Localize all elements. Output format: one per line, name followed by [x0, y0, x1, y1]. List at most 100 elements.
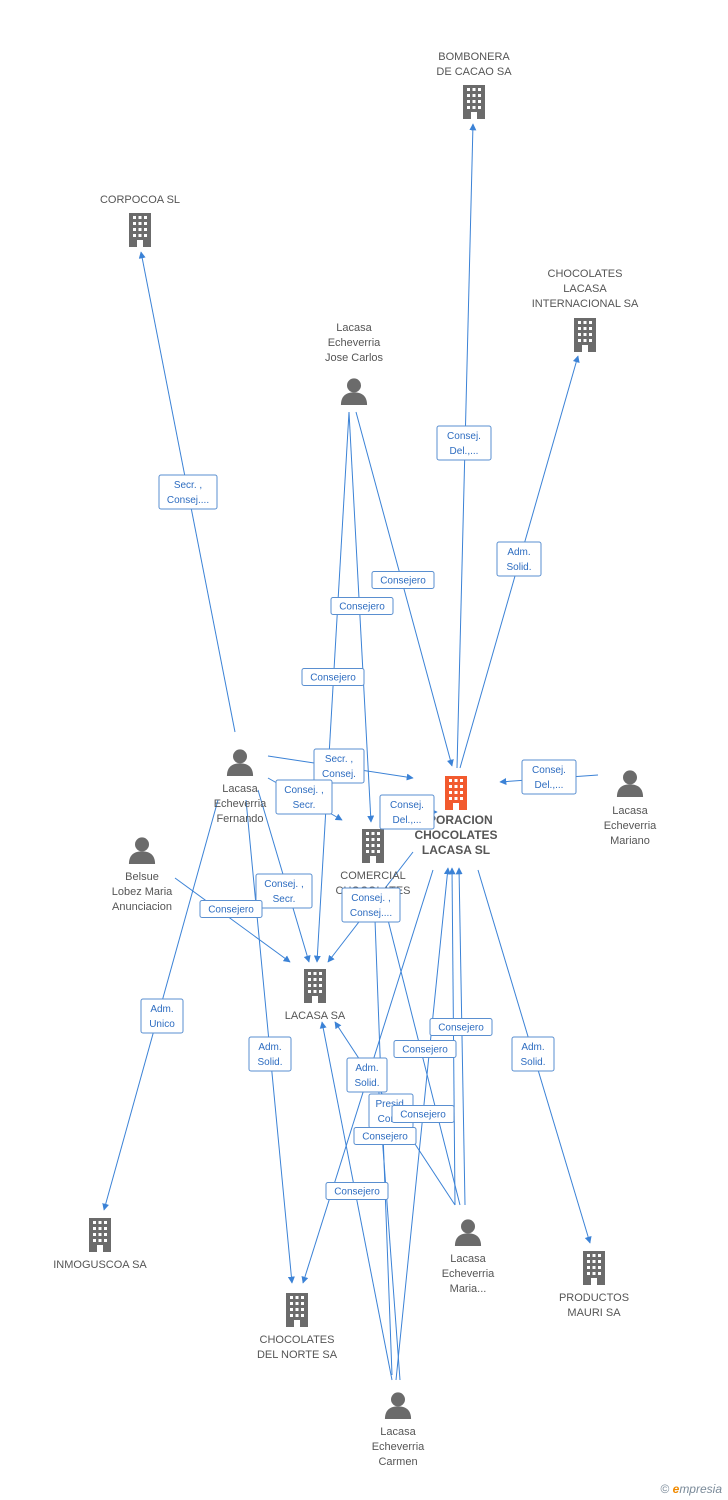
building-icon — [286, 1293, 308, 1327]
node-inmoguscoa[interactable]: INMOGUSCOA SA — [53, 1218, 147, 1271]
edge-role-label[interactable]: Adm.Solid. — [496, 541, 542, 577]
edge-label-text: Consej. — [447, 431, 481, 442]
edge-label-text: Solid. — [520, 1057, 545, 1068]
node-label-line: Lobez Maria — [112, 886, 173, 898]
building-icon — [574, 318, 596, 352]
edge-label-text: Consej. — [532, 765, 566, 776]
edge-label-text: Solid. — [257, 1057, 282, 1068]
edge-label-text: Adm. — [521, 1042, 544, 1053]
node-label-line: Lacasa — [336, 322, 372, 334]
node-label-line: Mariano — [610, 835, 650, 847]
node-label-line: PRODUCTOS — [559, 1292, 629, 1304]
edge-role-label[interactable]: Consejero — [393, 1040, 457, 1058]
edge-label-box — [496, 541, 542, 577]
edge-role-label[interactable]: Consej. ,Secr. — [275, 779, 333, 815]
edge-label-text: Consej. — [390, 800, 424, 811]
edge-role-label[interactable]: Consej. Del.,... — [436, 425, 492, 461]
edge-label-text: Adm. — [507, 547, 530, 558]
edge-line — [174, 877, 291, 963]
edge-role-label[interactable]: Consejero — [371, 571, 435, 589]
edge-role-label[interactable]: Consejero — [301, 668, 365, 686]
edge-role-label[interactable]: Consejero — [391, 1105, 455, 1123]
edge-label-box — [158, 474, 218, 510]
edge-line — [455, 867, 466, 1206]
node-lacasa-sa[interactable]: LACASA SA — [285, 969, 346, 1022]
node-label-line: DE CACAO SA — [436, 66, 512, 78]
node-productos[interactable]: PRODUCTOS MAURI SA — [559, 1251, 629, 1319]
edge-role-label[interactable]: Consejero — [429, 1018, 493, 1036]
edge-role-label[interactable]: Secr. ,Consej. — [313, 748, 365, 784]
edge-label-text: Consejero — [438, 1023, 484, 1034]
node-label-line: Echeverria — [372, 1441, 425, 1453]
person-icon — [128, 837, 156, 864]
node-corpocoa[interactable]: CORPOCOA SL — [100, 194, 180, 247]
edge-label-text: Adm. — [150, 1004, 173, 1015]
edge-role-label[interactable]: Consej.Del.,... — [521, 759, 577, 795]
edge-label-text: Consejero — [400, 1110, 446, 1121]
edge-line — [374, 919, 393, 1376]
node-label-line: LACASA SA — [285, 1010, 346, 1022]
edge-role-label[interactable]: Adm. Unico — [140, 998, 184, 1034]
node-label-line: Carmen — [378, 1456, 417, 1468]
node-label-line: CORPOCOA SL — [100, 194, 180, 206]
edge-label-text: Consej.... — [350, 908, 392, 919]
edge-label-text: Consejero — [208, 905, 254, 916]
node-comercial[interactable]: COMERCIALCHOCOLATES — [336, 829, 411, 897]
edge-role-label[interactable]: Consej. Del.,... — [379, 794, 435, 830]
edge-label-box — [313, 748, 365, 784]
edge-label-box — [436, 425, 492, 461]
edge-label-box — [255, 873, 313, 909]
edge-role-label[interactable]: Consej. ,Secr. — [255, 873, 313, 909]
edge-role-label[interactable]: Consejero — [330, 597, 394, 615]
node-label-line: Lacasa — [612, 805, 648, 817]
edge-label-text: Del.,... — [450, 446, 479, 457]
building-icon — [583, 1251, 605, 1285]
node-label-line: MAURI SA — [567, 1307, 621, 1319]
edge-label-text: Secr. , — [174, 480, 202, 491]
edge-label-text: Secr. — [273, 894, 296, 905]
node-label-line: LACASA SL — [422, 843, 490, 857]
edge-label-box — [325, 1182, 389, 1200]
building-icon — [445, 776, 467, 810]
node-label-line: INTERNACIONAL SA — [532, 298, 639, 310]
node-label-line: Echeverria — [214, 798, 267, 810]
edge-label-text: Consejero — [402, 1045, 448, 1056]
edge-label-text: Adm. — [355, 1063, 378, 1074]
node-label-line: INMOGUSCOA SA — [53, 1259, 147, 1271]
edge-line — [313, 411, 350, 963]
edge-label-text: Unico — [149, 1019, 175, 1030]
edge-role-label[interactable]: Consejero — [325, 1182, 389, 1200]
building-icon — [129, 213, 151, 247]
node-label-line: LACASA — [563, 283, 607, 295]
edge-role-label[interactable]: Consej. ,Consej.... — [341, 887, 401, 923]
edge-label-text: Del.,... — [393, 815, 422, 826]
edge-role-label[interactable]: Adm. Solid. — [511, 1036, 555, 1072]
edge-line — [387, 919, 461, 1206]
edge-role-label[interactable]: Secr. ,Consej.... — [158, 474, 218, 510]
edge-label-text: Adm. — [258, 1042, 281, 1053]
edge-label-text: Consej. — [322, 769, 356, 780]
brand-footer: © empresia — [660, 1482, 722, 1496]
edge-label-box — [346, 1057, 388, 1093]
edge-line — [448, 867, 456, 1206]
edge-role-label[interactable]: Consejero — [199, 900, 263, 918]
edge-label-box — [140, 998, 184, 1034]
edge-role-label[interactable]: Adm.Solid. — [346, 1057, 388, 1093]
building-icon — [89, 1218, 111, 1252]
edge-label-text: Consejero — [362, 1132, 408, 1143]
edge-label-box — [248, 1036, 292, 1072]
edge-role-label[interactable]: Consejero — [353, 1127, 417, 1145]
edge-role-label[interactable]: Adm. Solid. — [248, 1036, 292, 1072]
node-maria[interactable]: LacasaEcheverriaMaria... — [442, 1219, 495, 1295]
